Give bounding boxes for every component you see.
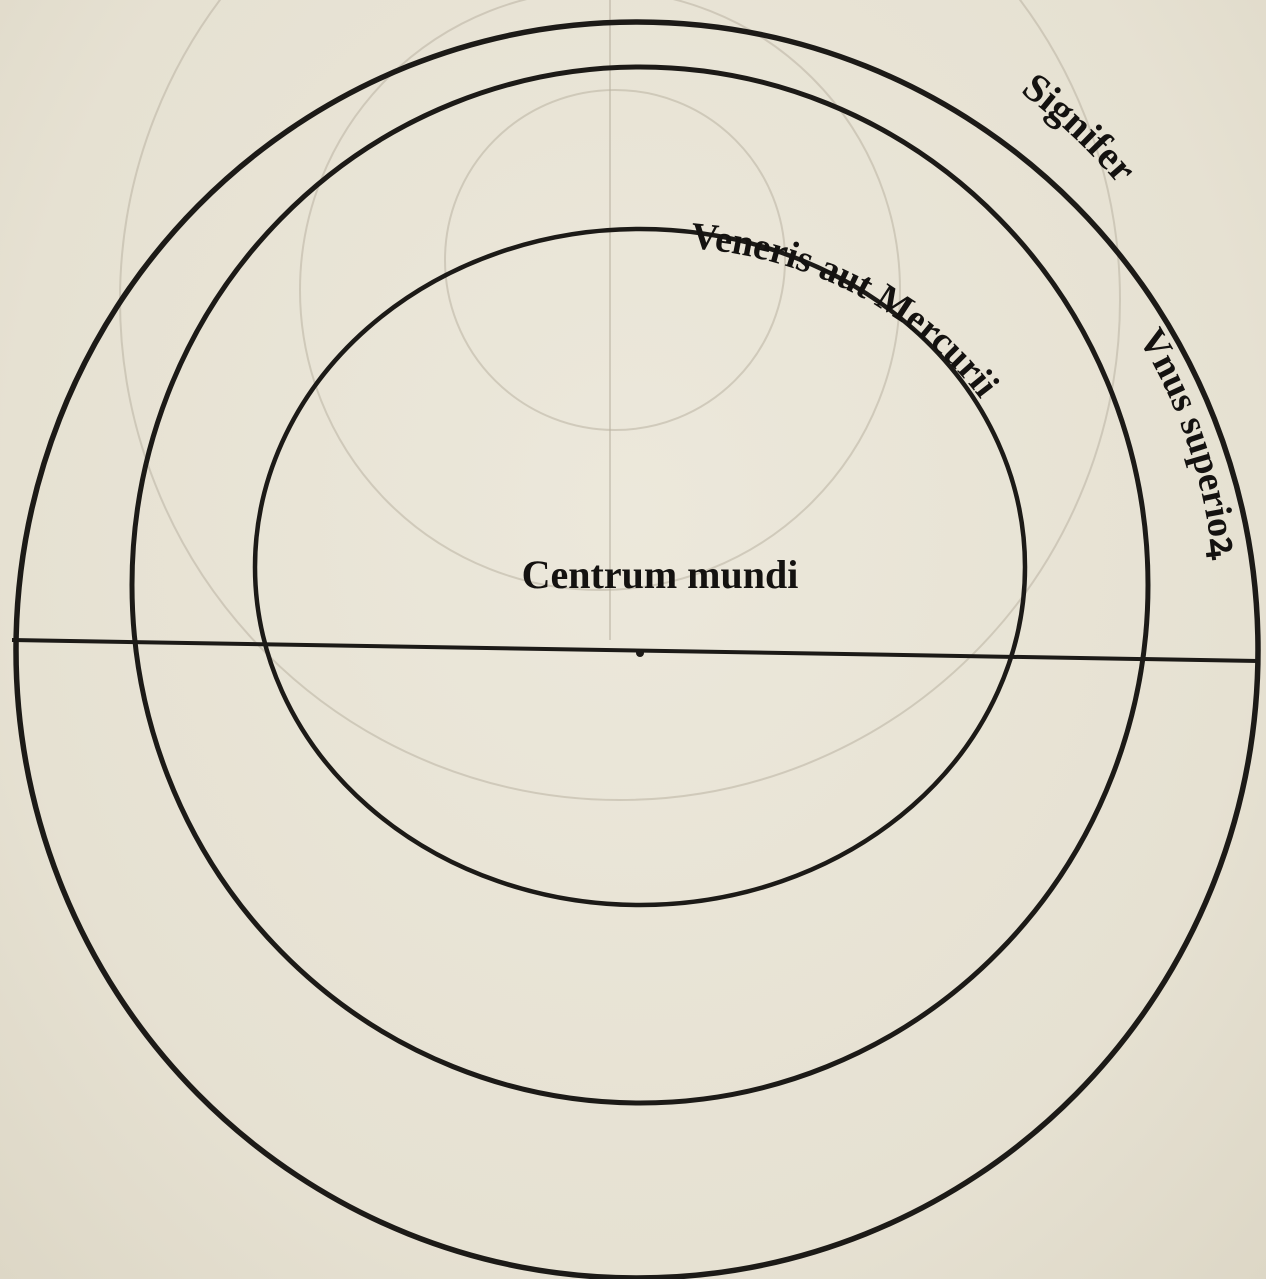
- veneris-mercurii-circle: [252, 226, 1028, 908]
- unus-superiorum-circle: [129, 64, 1151, 1106]
- signifer-circle: [13, 19, 1261, 1279]
- veneris-label: Veneris aut Mercurii: [689, 215, 1007, 405]
- center-point: [636, 649, 644, 657]
- ghost-circle-middle: [299, 0, 901, 591]
- ghost-circle-inner: [444, 89, 786, 431]
- centrum-mundi-label: Centrum mundi: [522, 552, 799, 597]
- signifer-label: Signifer: [1014, 64, 1145, 191]
- diameter-line: [11, 638, 1259, 663]
